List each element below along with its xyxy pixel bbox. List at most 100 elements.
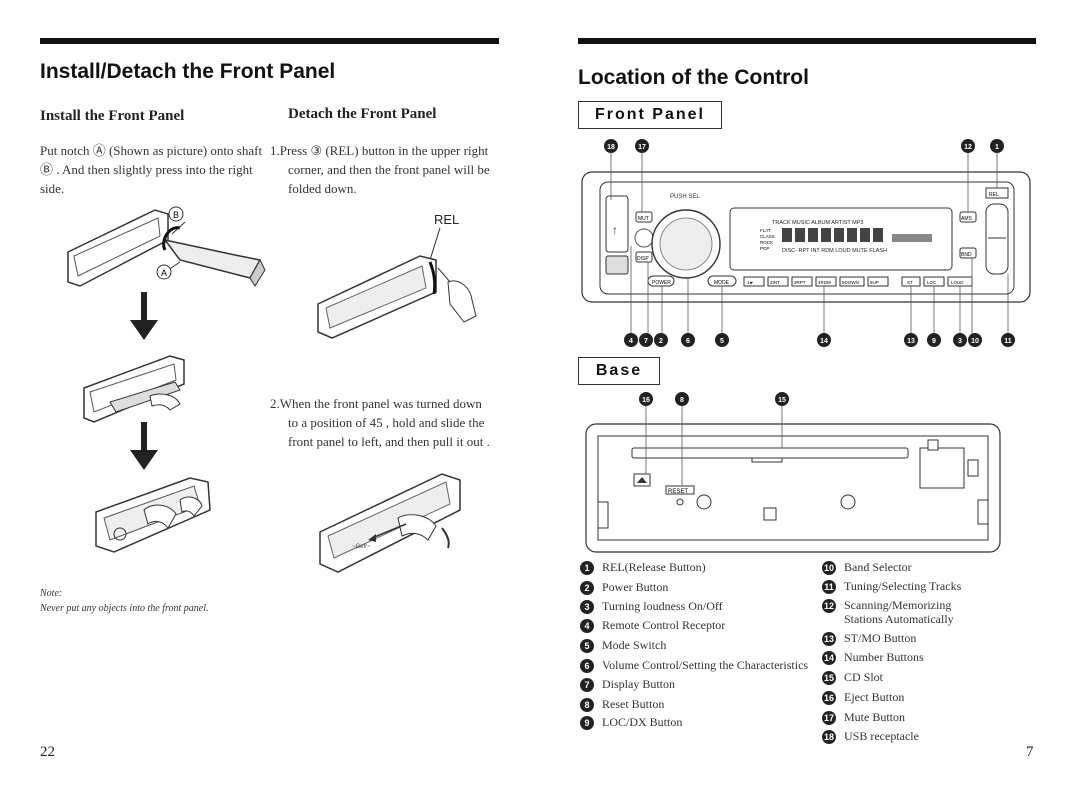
legend-text-continued: Stations Automatically — [844, 612, 954, 626]
detach-heading: Detach the Front Panel — [288, 106, 437, 122]
detach-illustration-2: ~Gefr~ — [319, 473, 461, 573]
legend-item: 10 Band Selector — [822, 560, 912, 576]
mode-label: MODE — [714, 280, 730, 286]
callout-9: 9 — [932, 338, 936, 345]
display-top-text: TRACK MUSIC ALBUM ARTIST MP3 — [772, 220, 863, 226]
label-b: B — [173, 210, 179, 220]
right-page-number: 7 — [1026, 744, 1034, 760]
legend-item: 12 Scanning/Memorizing — [822, 598, 952, 614]
legend-text: Mode Switch — [602, 638, 667, 652]
legend-text: Mute Button — [844, 710, 906, 724]
install-line-1: Put notch Ⓐ (Shown as picture) onto shaf… — [40, 143, 263, 158]
legend-number: 2 — [580, 581, 594, 596]
detach-illustration-1: REL — [317, 212, 477, 339]
legend-text: Display Button — [602, 677, 676, 691]
callout-7: 7 — [644, 338, 648, 345]
legend-text: ST/MO Button — [844, 631, 917, 645]
callout-2: 2 — [659, 338, 663, 345]
legend-text: LOC/DX Button — [602, 715, 683, 729]
legend-text: Tuning/Selecting Tracks — [844, 579, 962, 593]
down-arrow-icon — [130, 292, 158, 340]
legend-text: Band Selector — [844, 560, 912, 574]
legend-text: Power Button — [602, 580, 669, 594]
detach-step2-line-3: front panel to left, and then pull it ou… — [288, 434, 490, 449]
legend-number: 7 — [580, 678, 594, 693]
btn-4: 4RDM — [818, 280, 831, 285]
legend-text: Volume Control/Setting the Characteristi… — [602, 658, 809, 672]
legend-text: Turning loudness On/Off — [602, 599, 723, 613]
disp-label: DISP — [637, 256, 649, 262]
base-diagram: RESET 16 8 15 — [585, 392, 1001, 553]
callout-6: 6 — [686, 338, 690, 345]
left-page-title: Install/Detach the Front Panel — [40, 60, 336, 83]
callout-14: 14 — [820, 338, 828, 345]
eq-class: CLASS — [760, 234, 775, 239]
callout-18: 18 — [607, 144, 615, 151]
ams-label: AMS — [961, 216, 973, 222]
legend-number: 14 — [822, 651, 836, 666]
install-illustration-2 — [83, 355, 185, 423]
install-illustration-3 — [95, 477, 211, 553]
btn-loud: LOUD — [951, 280, 964, 285]
detach-step1-text: 1.Press ③ (REL) button in the upper righ… — [270, 141, 505, 198]
legend-text: Scanning/Memorizing — [844, 598, 952, 612]
callout-1: 1 — [995, 144, 999, 151]
legend-text: Number Buttons — [844, 650, 924, 664]
right-top-rule — [578, 38, 1036, 44]
callout-8: 8 — [680, 397, 684, 404]
btn-loc: LOC — [927, 280, 937, 285]
legend-number: 6 — [580, 659, 594, 674]
legend-number: 8 — [580, 698, 594, 713]
left-top-rule — [40, 38, 499, 44]
callout-10: 10 — [971, 338, 979, 345]
base-box-label: Base — [578, 357, 660, 385]
eq-pop: POP — [760, 246, 770, 251]
callout-15: 15 — [778, 397, 786, 404]
callout-16: 16 — [642, 397, 650, 404]
note-text: Never put any objects into the front pan… — [40, 603, 209, 614]
btn-6: 6UP — [870, 280, 879, 285]
legend-text: Remote Control Receptor — [602, 618, 726, 632]
front-panel-label: Front Panel — [594, 106, 705, 123]
reset-label: RESET — [668, 489, 688, 495]
legend-number: 10 — [822, 561, 836, 576]
legend-item: 8 Reset Button — [580, 697, 665, 713]
top-callouts: 18 17 12 1 — [604, 139, 1004, 153]
btn-5: 5DOWN — [842, 280, 859, 285]
legend-number: 12 — [822, 599, 836, 614]
callout-17: 17 — [638, 144, 646, 151]
legend-number: 15 — [822, 671, 836, 686]
legend-text: Reset Button — [602, 697, 665, 711]
eq-flat: FLAT — [760, 228, 771, 233]
detach-step2-line-2: to a position of 45 , hold and slide the — [288, 415, 485, 430]
label-a: A — [161, 268, 167, 278]
callout-12: 12 — [964, 144, 972, 151]
install-line-2: Ⓑ . And then slightly press into the rig… — [40, 162, 253, 177]
install-text: Put notch Ⓐ (Shown as picture) onto shaf… — [40, 141, 275, 198]
down-arrow-icon — [130, 422, 158, 470]
number-buttons-row: 1► 2INT 3RPT 4RDM 5DOWN 6UP ST LOC LOUD — [743, 276, 973, 287]
note-label: Note: — [40, 588, 63, 599]
legend-number: 16 — [822, 691, 836, 706]
push-sel-label: PUSH SEL — [670, 194, 700, 200]
callout-3: 3 — [958, 338, 962, 345]
mut-label: MUT — [638, 216, 649, 222]
detach-step2-line-1: 2.When the front panel was turned down — [270, 396, 482, 411]
left-page-number: 22 — [40, 744, 55, 760]
install-line-3: side. — [40, 181, 65, 196]
legend-item: 2 Power Button — [580, 580, 669, 596]
legend-item: 7 Display Button — [580, 677, 676, 693]
front-panel-box-label: Front Panel — [578, 101, 722, 129]
detach-line-1: 1.Press ③ (REL) button in the upper righ… — [270, 143, 489, 158]
base-label: Base — [595, 362, 643, 379]
legend-number: 11 — [822, 580, 836, 595]
callout-4: 4 — [629, 338, 633, 345]
lcd-digits — [782, 228, 932, 242]
legend-number: 18 — [822, 730, 836, 745]
callout-5: 5 — [720, 338, 724, 345]
